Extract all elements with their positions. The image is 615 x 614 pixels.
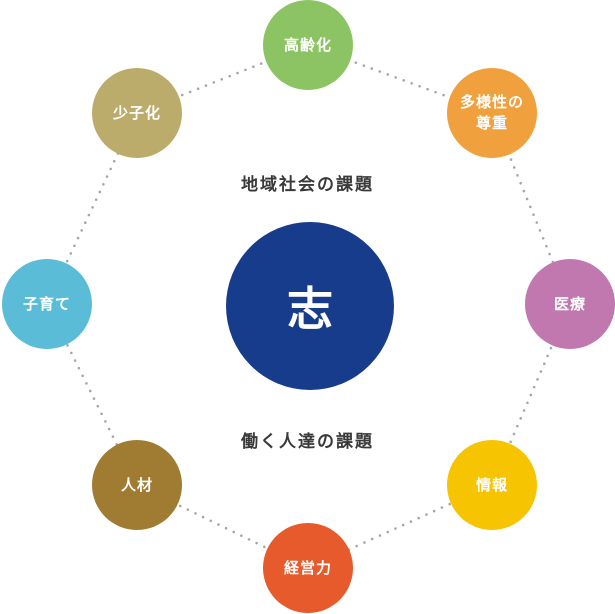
node-label: 経営力 [283,558,332,577]
node-label: 情報 [475,475,508,494]
center-label: 志 [287,282,333,336]
center-circle: 志 [226,222,394,390]
node-label: 少子化 [112,103,161,122]
node-label: 高齢化 [283,35,332,54]
node-label: 子育て [22,294,71,313]
node-label: 人材 [120,475,153,494]
lower-caption: 働く人達の課題 [241,432,374,452]
upper-caption: 地域社会の課題 [241,175,374,195]
node-diversity: 多様性の 尊重 [447,68,537,158]
node-label: 医療 [553,294,586,313]
node-medical: 医療 [525,259,615,349]
node-childcare: 子育て [2,259,92,349]
node-aging: 高齢化 [263,0,353,90]
node-talent: 人材 [92,440,182,530]
node-management: 経営力 [263,523,353,613]
node-label: 多様性の 尊重 [459,93,524,132]
node-information: 情報 [447,440,537,530]
node-low-birthrate: 少子化 [92,68,182,158]
